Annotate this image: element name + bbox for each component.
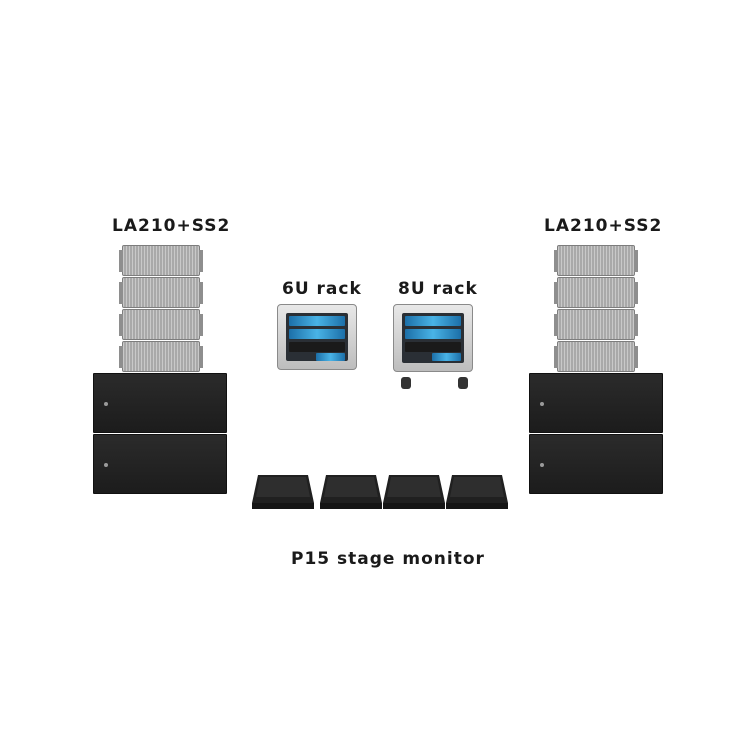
left-system-label: LA210+SS2: [112, 216, 231, 236]
rack-unit: [316, 353, 345, 361]
rack-6u-label: 6U rack: [282, 279, 362, 299]
right-subwoofer-bottom: [529, 434, 663, 494]
sub-badge: [540, 402, 544, 406]
rack-wheel-right: [458, 377, 468, 389]
rack-wheel-left: [401, 377, 411, 389]
left-subwoofer-top: [93, 373, 227, 433]
stage-monitor-2: [320, 473, 382, 509]
line-array-cabinet: [554, 277, 638, 308]
rack-interior: [286, 313, 348, 361]
rack-interior: [402, 313, 464, 363]
right-system-label: LA210+SS2: [544, 216, 663, 236]
sub-badge: [104, 463, 108, 467]
rack-unit: [289, 316, 345, 326]
rack-unit: [432, 353, 461, 361]
rack-8u-label: 8U rack: [398, 279, 478, 299]
line-array-cabinet: [119, 245, 203, 276]
sub-badge: [540, 463, 544, 467]
stage-monitor-shape: [446, 475, 508, 509]
rack-8u: [393, 304, 473, 372]
sub-badge: [104, 402, 108, 406]
stage-monitor-shape: [252, 475, 314, 509]
rack-unit: [405, 316, 461, 326]
stage-monitor-4: [446, 473, 508, 509]
rack-unit: [405, 329, 461, 339]
right-line-array: [554, 245, 638, 373]
rack-unit: [289, 329, 345, 339]
rack-6u: [277, 304, 357, 370]
stage-monitor-shape: [320, 475, 382, 509]
stage-monitor-shape: [383, 475, 445, 509]
right-subwoofer-top: [529, 373, 663, 433]
rack-unit: [289, 342, 345, 352]
line-array-cabinet: [119, 277, 203, 308]
line-array-cabinet: [554, 309, 638, 340]
left-line-array: [119, 245, 203, 373]
left-subwoofer-bottom: [93, 434, 227, 494]
stage-monitor-1: [252, 473, 314, 509]
stage-monitor-label: P15 stage monitor: [291, 549, 485, 569]
stage-monitor-3: [383, 473, 445, 509]
rack-unit: [405, 342, 461, 352]
line-array-cabinet: [554, 245, 638, 276]
line-array-cabinet: [119, 309, 203, 340]
line-array-cabinet: [119, 341, 203, 372]
line-array-cabinet: [554, 341, 638, 372]
